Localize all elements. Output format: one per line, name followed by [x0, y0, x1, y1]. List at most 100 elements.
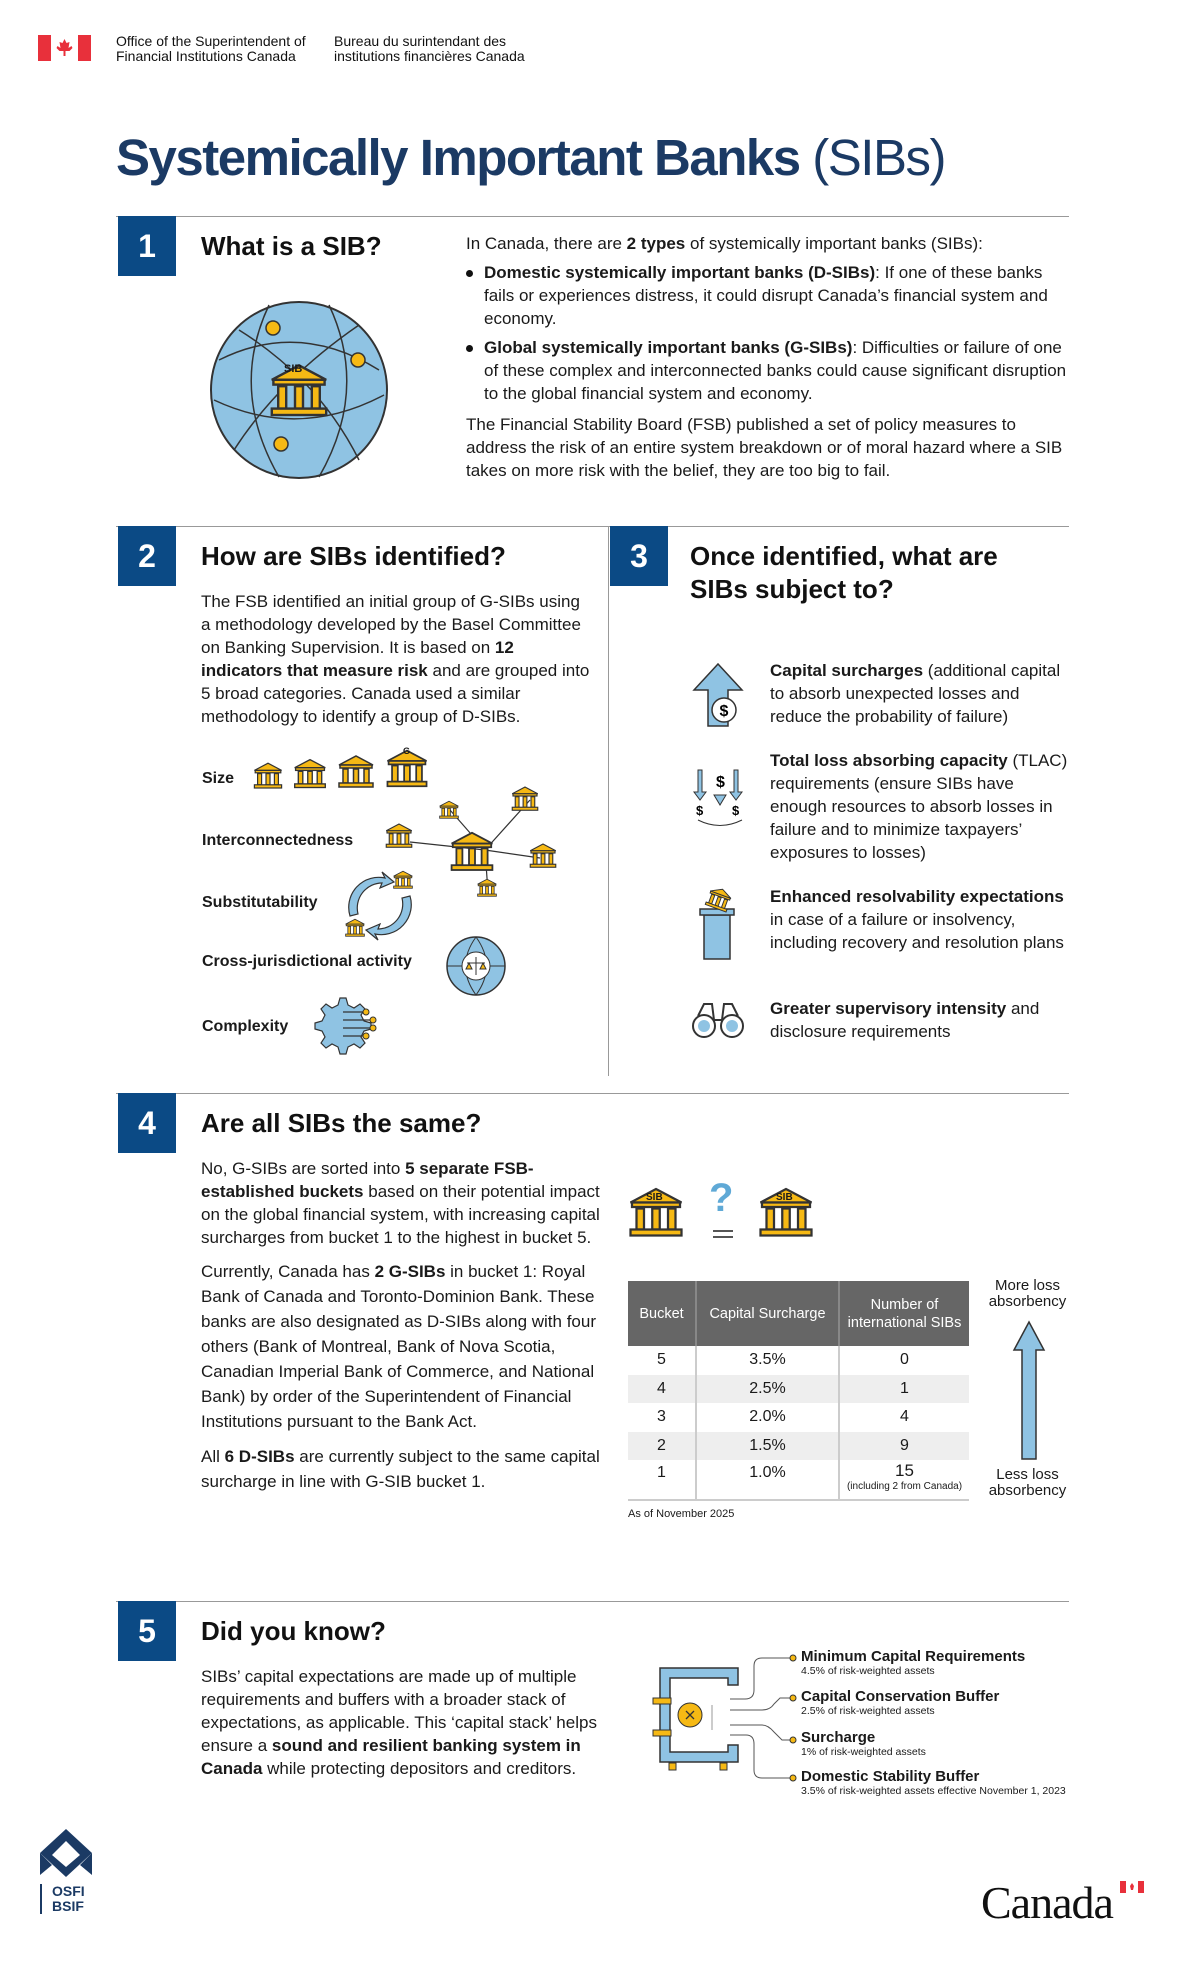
s1-para: The Financial Stability Board (FSB) publ…	[466, 415, 1063, 480]
p3-a: All	[201, 1447, 225, 1466]
p-a: SIBs’ capital expectations are made up o…	[201, 1667, 597, 1755]
resolvability-bin-icon	[692, 884, 742, 965]
section-heading: What is a SIB?	[201, 231, 382, 261]
s4-para1: No, G-SIBs are sorted into 5 separate FS…	[201, 1157, 601, 1249]
cell: 3	[628, 1403, 697, 1432]
cell: 2.0%	[696, 1403, 840, 1432]
item-bold: Capital surcharges	[770, 661, 924, 680]
section-number: 5	[118, 1601, 176, 1661]
b1-text: : If one of these banks fails or experie…	[484, 263, 1048, 328]
globe-label: SIB	[284, 363, 303, 375]
subject-item-resolvability: Enhanced resolvability expectations in c…	[770, 885, 1072, 954]
divider	[116, 1093, 1069, 1094]
p3-b: 6 D-SIBs	[224, 1447, 295, 1466]
s2-para: The FSB identified an initial group of G…	[201, 590, 593, 728]
org-fr-line2: institutions financières Canada	[334, 48, 525, 64]
cell: 0	[900, 1351, 909, 1369]
indicator-substitutability: Substitutability	[202, 894, 318, 911]
canada-wordmark: Canada	[981, 1877, 1114, 1928]
tlac-money-icon: $$$	[690, 765, 750, 835]
indicator-cross-jurisdictional: Cross-jurisdictional activity	[202, 953, 412, 970]
section-number: 1	[118, 216, 176, 276]
item-bold: Enhanced resolvability expectations	[770, 887, 1064, 906]
stack-title: Surcharge	[801, 1729, 876, 1746]
p1-b: 5 separate FSB-established buckets	[201, 1159, 534, 1201]
bsif-text: BSIF	[52, 1898, 84, 1914]
cell: 3.5%	[696, 1346, 840, 1375]
cell: 2	[628, 1431, 697, 1461]
intro-c: of systemically important banks (SIBs):	[685, 234, 983, 253]
divider	[116, 1601, 1069, 1602]
cell: 4	[900, 1408, 909, 1426]
p2-b: 2 G-SIBs	[374, 1262, 446, 1281]
section-heading: How are SIBs identified?	[201, 541, 506, 571]
gear-circuit-icon	[310, 990, 380, 1060]
intro-a: In Canada, there are	[466, 234, 627, 253]
cell: 5	[628, 1346, 697, 1375]
section-number: 4	[118, 1093, 176, 1153]
header-bucket: Bucket	[628, 1281, 697, 1346]
s5-para: SIBs’ capital expectations are made up o…	[201, 1665, 611, 1780]
list-item: Global systemically important banks (G-S…	[466, 336, 1070, 405]
item-text: in case of a failure or insolvency, incl…	[770, 910, 1064, 952]
heading-line1: Once identified, what are	[690, 541, 998, 571]
p1-a: No, G-SIBs are sorted into	[201, 1159, 406, 1178]
item-bold: Greater supervisory intensity	[770, 999, 1007, 1018]
s4-para2: Currently, Canada has 2 G-SIBs in bucket…	[201, 1259, 601, 1434]
sib-bank-icon: SIB	[756, 1182, 816, 1244]
svg-text:$: $	[720, 703, 729, 720]
page-title: Systemically Important Banks (SIBs)	[116, 128, 946, 187]
section-number: 3	[610, 526, 668, 586]
divider	[116, 526, 1069, 527]
cell-note: (including 2 from Canada)	[846, 1481, 963, 1493]
p-a: The FSB identified an initial group of G…	[201, 592, 581, 657]
item-text: (additional capital to absorb unexpected…	[770, 661, 1061, 726]
cell: 1.0%	[696, 1460, 840, 1501]
stack-sub: 2.5% of risk-weighted assets	[801, 1705, 935, 1717]
sib-types-list: Domestic systemically important banks (D…	[466, 261, 1070, 405]
stack-sub: 1% of risk-weighted assets	[801, 1746, 926, 1758]
heading-line2: SIBs subject to?	[690, 574, 894, 604]
section-heading: Did you know?	[201, 1616, 386, 1646]
less-absorbency-label: Less loss absorbency	[988, 1466, 1067, 1499]
divider	[116, 216, 1069, 217]
safe-capital-stack-icon	[650, 1650, 800, 1785]
svg-text:$: $	[716, 774, 725, 791]
cell: 15(including 2 from Canada)	[839, 1460, 969, 1500]
svg-text:$: $	[696, 803, 704, 818]
buckets-table: Bucket Capital Surcharge Number of inter…	[628, 1281, 969, 1501]
globe-sib-icon: SIB	[209, 300, 389, 480]
sib-label: SIB	[646, 1192, 663, 1203]
vertical-divider	[608, 526, 609, 1076]
p3-c: are currently subject to the same capita…	[201, 1447, 600, 1491]
header-capital-surcharge: Capital Surcharge	[696, 1281, 840, 1346]
cell: 1.5%	[696, 1431, 840, 1461]
size-banks-icon: G	[250, 745, 440, 795]
equals-icon	[713, 1230, 733, 1238]
sib-label: SIB	[776, 1192, 793, 1203]
subject-item-tlac: Total loss absorbing capacity (TLAC) req…	[770, 749, 1072, 864]
wordmark-flag-icon	[1120, 1880, 1144, 1893]
b2-text: : Difficulties or failure of one of thes…	[484, 338, 1067, 403]
cell: 1	[628, 1460, 697, 1501]
stack-title: Domestic Stability Buffer	[801, 1768, 980, 1785]
org-fr-line1: Bureau du surintendant des	[334, 33, 507, 49]
up-arrow-icon	[1012, 1320, 1046, 1460]
cell-value: 15	[895, 1461, 914, 1481]
item-text: (TLAC) requirements (ensure SIBs have en…	[770, 751, 1068, 862]
section-number: 2	[118, 526, 176, 586]
p-b: sound and resilient banking system in Ca…	[201, 1736, 581, 1778]
p-c: while protecting depositors and creditor…	[262, 1759, 577, 1778]
intro-b: 2 types	[626, 234, 686, 253]
stack-title: Minimum Capital Requirements	[801, 1648, 1026, 1665]
p2-a: Currently, Canada has	[201, 1262, 375, 1281]
more-absorbency-label: More loss absorbency	[988, 1277, 1067, 1310]
capital-up-arrow-icon: $	[688, 660, 748, 730]
globe-scale-icon	[445, 935, 507, 997]
